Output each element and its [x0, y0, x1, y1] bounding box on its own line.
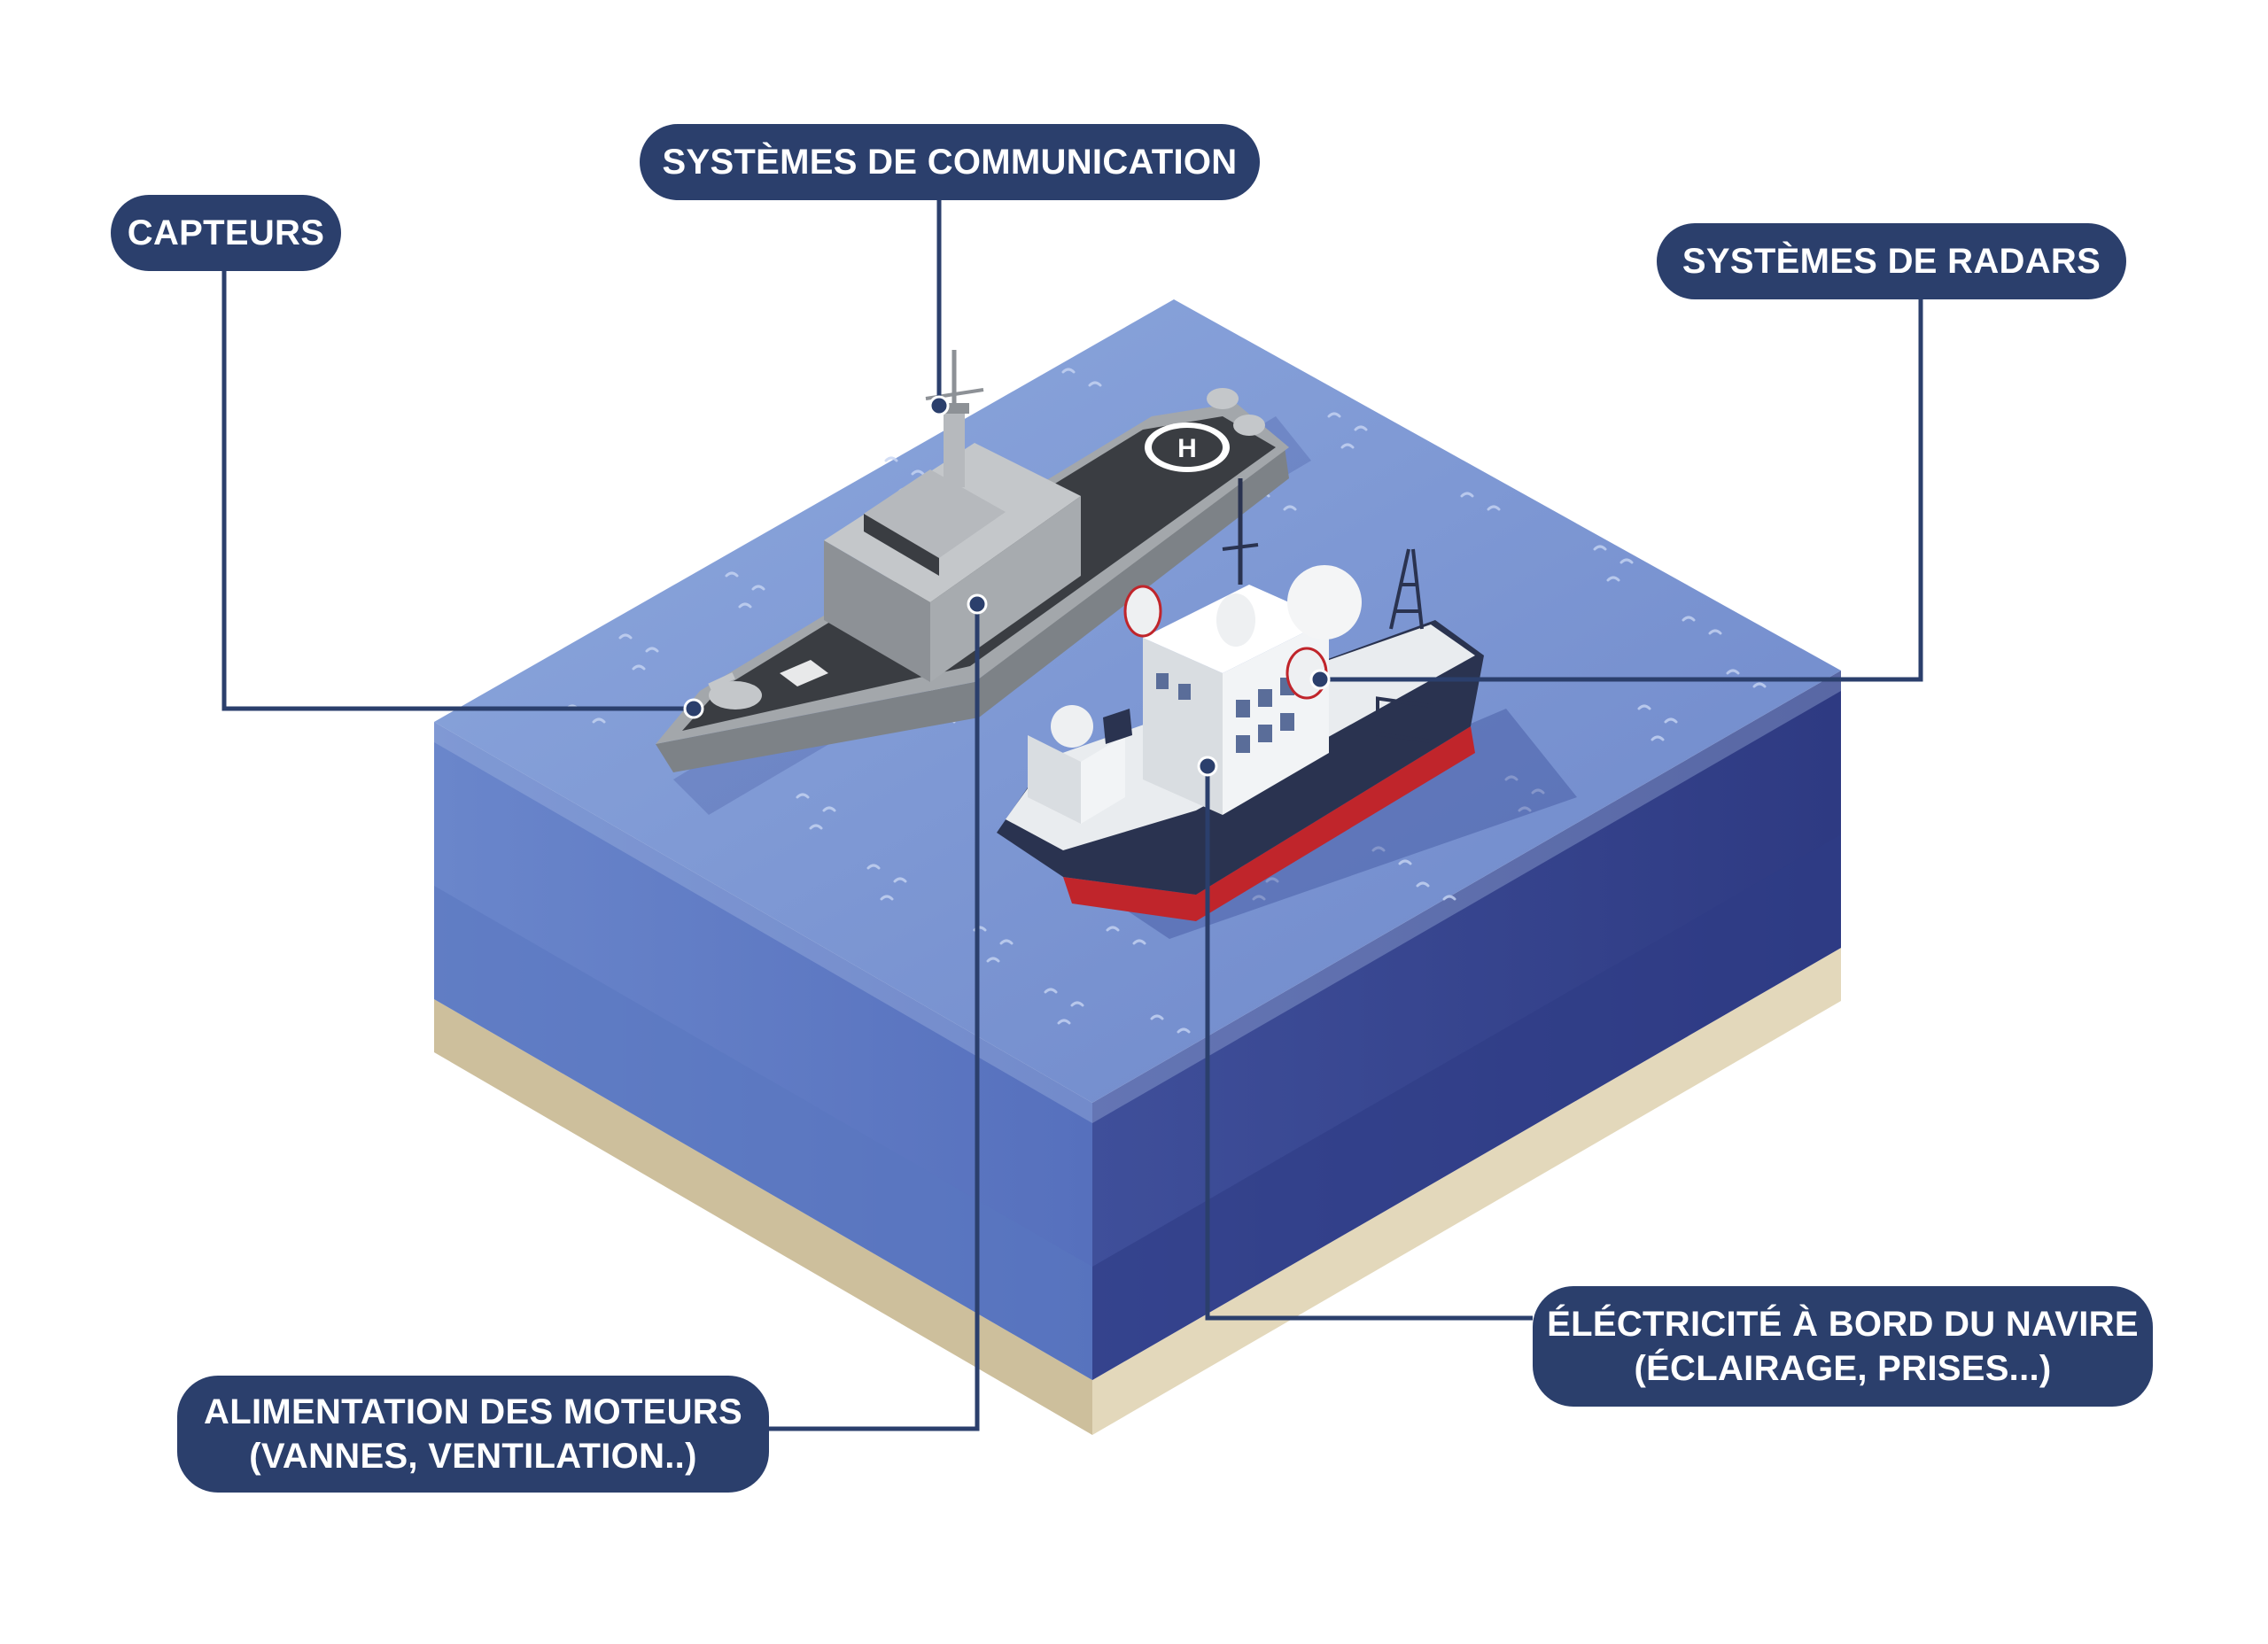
callout-moteurs: ALIMENTATION DES MOTEURS (VANNES, VENTIL…: [177, 1376, 769, 1493]
warship-mast: [944, 407, 965, 487]
leader-lines: [221, 199, 1923, 1431]
warship: H: [656, 350, 1311, 815]
leader-line-capteurs: [221, 266, 694, 711]
radar-dome-large: [1287, 565, 1362, 640]
sand-base-side: [1092, 948, 1841, 1435]
water-side-deep: [1092, 834, 1841, 1380]
anchor-dot-radars: [1309, 669, 1331, 690]
callout-electricite-line2: (ÉCLAIRAGE, PRISES...): [1634, 1349, 2052, 1388]
callout-capteurs: CAPTEURS: [111, 195, 341, 271]
callout-communication: SYSTÈMES DE COMMUNICATION: [640, 124, 1260, 200]
leader-line-electricite: [1205, 766, 1533, 1321]
anchor-dot-communication: [928, 395, 950, 416]
anchor-dot-capteurs: [683, 698, 704, 719]
callout-moteurs-line1: ALIMENTATION DES MOTEURS: [204, 1392, 742, 1431]
warship-superstructure-side: [824, 540, 930, 682]
water-front-deep: [434, 886, 1092, 1380]
research-ship: [997, 478, 1577, 939]
leader-line-moteurs: [766, 604, 980, 1431]
anchor-dot-electricite: [1197, 756, 1218, 777]
callout-electricite-line1: ÉLÉCTRICITÉ À BORD DU NAVIRE: [1547, 1305, 2139, 1344]
callout-radars-text: SYSTÈMES DE RADARS: [1682, 242, 2101, 281]
helipad-h-icon: H: [1177, 434, 1197, 463]
water-surface: [434, 299, 1841, 1103]
water-surface-edge-highlight: [434, 671, 1841, 1123]
warship-hull-side: [656, 447, 1289, 772]
warship-bridge: [864, 469, 1006, 558]
leader-line-radars: [1320, 297, 1923, 682]
research-hull-stripe: [1063, 726, 1475, 921]
callout-capteurs-text: CAPTEURS: [127, 213, 325, 252]
warship-superstructure-front: [930, 496, 1081, 682]
leader-dots: [683, 395, 1331, 777]
callout-radars: SYSTÈMES DE RADARS: [1657, 223, 2126, 299]
radar-dome: [1051, 705, 1093, 748]
lattice-mast: [1376, 548, 1433, 744]
callout-communication-text: SYSTÈMES DE COMMUNICATION: [662, 143, 1238, 182]
callout-electricite: ÉLÉCTRICITÉ À BORD DU NAVIRE (ÉCLAIRAGE,…: [1533, 1286, 2153, 1407]
satellite-dish: [1123, 585, 1162, 638]
anchor-dot-moteurs: [967, 593, 988, 615]
callout-moteurs-line2: (VANNES, VENTILATION..): [249, 1437, 697, 1476]
sand-base-front: [434, 999, 1092, 1435]
forward-gun: [709, 681, 762, 710]
water-block: [434, 299, 1841, 1435]
